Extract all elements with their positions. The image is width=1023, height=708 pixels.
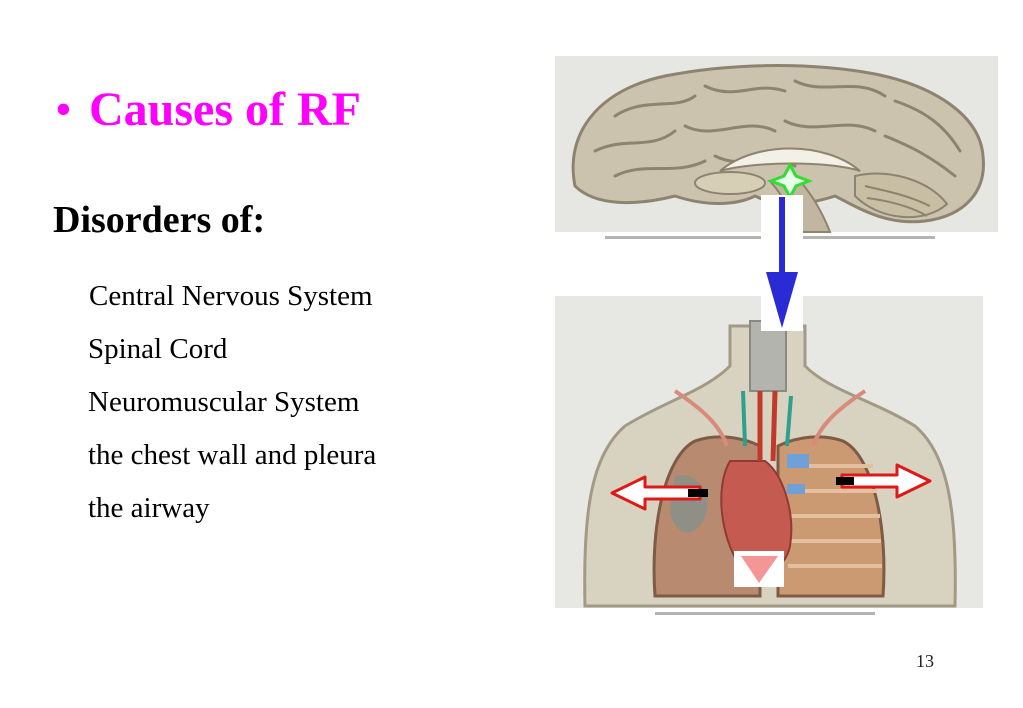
page-number: 13 bbox=[916, 651, 934, 671]
disorder-item: Spinal Cord bbox=[88, 333, 228, 365]
subheading: Disorders of: bbox=[53, 199, 266, 241]
disorder-item: Central Nervous System bbox=[89, 280, 373, 312]
disorder-item: the airway bbox=[88, 492, 210, 524]
disorder-item: the chest wall and pleura bbox=[88, 439, 377, 471]
title-text: Causes of RF bbox=[89, 83, 361, 136]
brain-image bbox=[555, 56, 998, 242]
disorder-list: Central Nervous System Spinal Cord Neuro… bbox=[88, 270, 376, 535]
disorder-item: Neuromuscular System bbox=[88, 386, 360, 418]
bullet-icon: • bbox=[55, 83, 72, 136]
thorax-image bbox=[555, 296, 983, 620]
